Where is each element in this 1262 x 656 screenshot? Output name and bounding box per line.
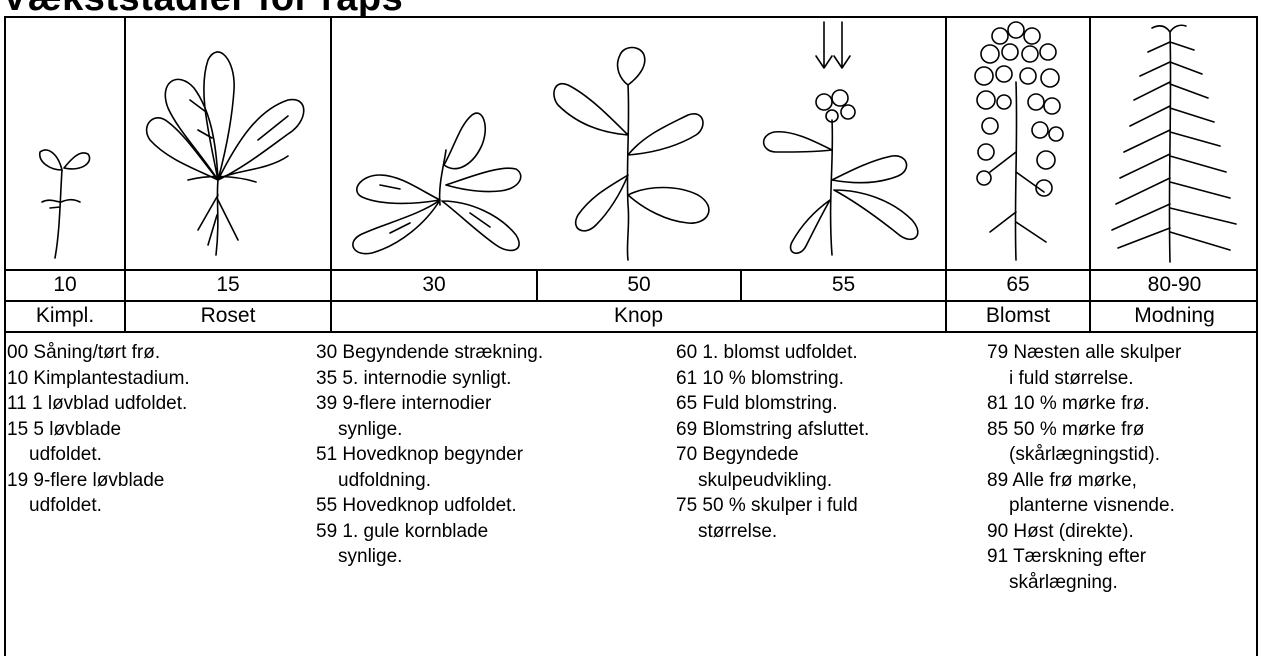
list-item: 30 Begyndende strækning. bbox=[316, 340, 543, 366]
stage-code: 15 bbox=[126, 273, 330, 297]
divider bbox=[4, 300, 1258, 302]
list-item: 00 Såning/tørt frø. bbox=[7, 340, 190, 366]
list-item: 85 50 % mørke frø(skårlægningstid). bbox=[987, 417, 1181, 468]
flowering-plant-icon bbox=[960, 22, 1078, 262]
stage-code: 80-90 bbox=[1091, 273, 1258, 297]
divider bbox=[4, 331, 1258, 333]
stage-group-label: Kimpl. bbox=[6, 304, 124, 328]
rosette-plant-icon bbox=[138, 30, 313, 265]
list-item: 60 1. blomst udfoldet. bbox=[676, 340, 869, 366]
stage-group-label: Roset bbox=[126, 304, 330, 328]
stage-group-label: Blomst bbox=[947, 304, 1089, 328]
stage-code: 55 bbox=[742, 273, 945, 297]
list-item: 11 1 løvblad udfoldet. bbox=[7, 391, 190, 417]
stage-code: 30 bbox=[332, 273, 536, 297]
stage-code: 65 bbox=[947, 273, 1089, 297]
description-column-3: 60 1. blomst udfoldet. 61 10 % blomstrin… bbox=[676, 340, 869, 544]
stage-group-label: Modning bbox=[1091, 304, 1258, 328]
list-item: 90 Høst (direkte). bbox=[987, 519, 1181, 545]
seedling-icon bbox=[20, 140, 110, 265]
stage-code: 10 bbox=[6, 273, 124, 297]
list-item: 65 Fuld blomstring. bbox=[676, 391, 869, 417]
list-item: 81 10 % mørke frø. bbox=[987, 391, 1181, 417]
bud-plant-icon bbox=[548, 45, 728, 263]
elongating-plant-icon bbox=[340, 105, 530, 263]
double-arrow-icon bbox=[812, 20, 854, 72]
stage-group-label: Knop bbox=[332, 304, 945, 328]
list-item: 61 10 % blomstring. bbox=[676, 366, 869, 392]
list-item: 69 Blomstring afsluttet. bbox=[676, 417, 869, 443]
divider bbox=[4, 269, 1258, 271]
stage-code: 50 bbox=[538, 273, 740, 297]
description-column-1: 00 Såning/tørt frø. 10 Kimplantestadium.… bbox=[7, 340, 190, 519]
list-item: 10 Kimplantestadium. bbox=[7, 366, 190, 392]
list-item: 55 Hovedknop udfoldet. bbox=[316, 493, 543, 519]
description-column-2: 30 Begyndende strækning. 35 5. internodi… bbox=[316, 340, 543, 570]
ripening-plant-icon bbox=[1100, 22, 1250, 264]
list-item: 89 Alle frø mørke,planterne visnende. bbox=[987, 468, 1181, 519]
visible-bud-plant-icon bbox=[752, 80, 937, 263]
list-item: 35 5. internodie synligt. bbox=[316, 366, 543, 392]
